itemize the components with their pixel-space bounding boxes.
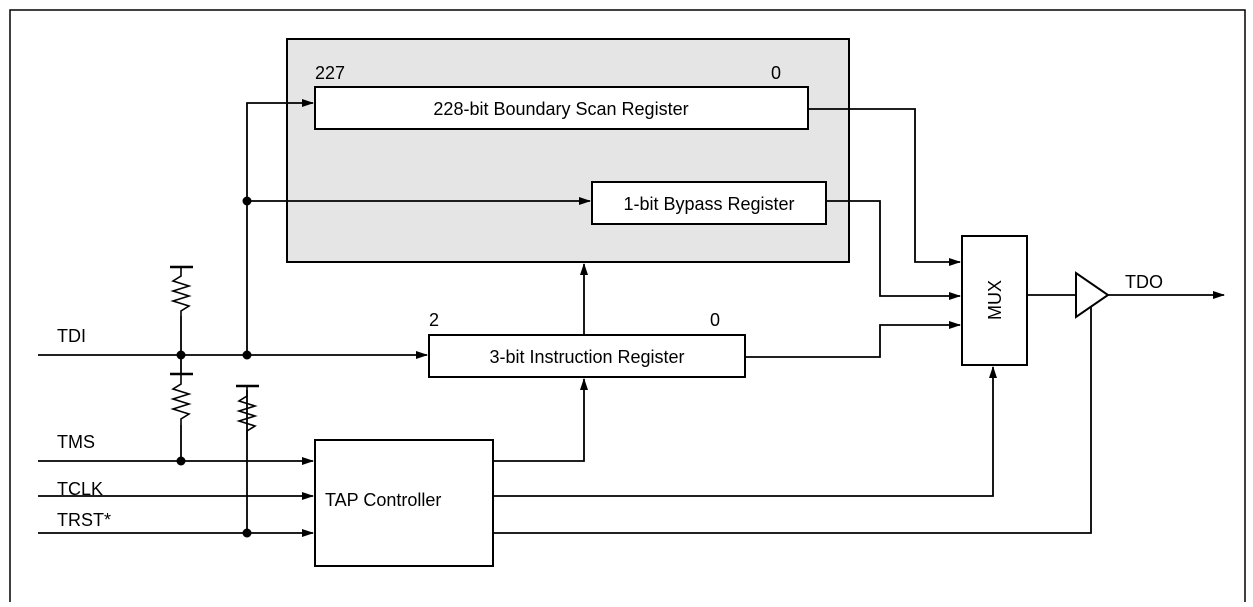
tap-mux-wire — [493, 366, 997, 497]
resistors — [170, 265, 259, 440]
tap-label: TAP Controller — [325, 490, 441, 510]
boundary-scan-label: 228-bit Boundary Scan Register — [433, 99, 688, 119]
mux: MUX — [961, 235, 1028, 366]
bypass-register: 1-bit Bypass Register — [591, 181, 827, 225]
figure-frame — [9, 9, 1246, 602]
boundary-scan-register: 228-bit Boundary Scan Register — [314, 86, 809, 130]
trst-label: TRST* — [57, 510, 111, 530]
tdi-boundary-wire — [246, 99, 314, 355]
boundary-mux-wire — [808, 108, 961, 266]
bypass-mux-wire — [826, 200, 961, 300]
junctions — [176, 196, 252, 538]
tap-ir-wire — [493, 378, 588, 462]
instruction-msb: 2 — [429, 310, 439, 330]
instruction-register: 3-bit Instruction Register — [428, 334, 746, 378]
tdo-label: TDO — [1125, 272, 1163, 292]
tms-label: TMS — [57, 432, 95, 452]
wires — [38, 99, 1225, 537]
boundary-scan-lsb: 0 — [771, 63, 781, 83]
instruction-label: 3-bit Instruction Register — [489, 347, 684, 367]
trst-pullup-resistor — [236, 384, 259, 440]
tdo-buffer — [1075, 271, 1110, 319]
tap-controller: TAP Controller — [314, 439, 494, 567]
tdi-label: TDI — [57, 326, 86, 346]
tdi-pullup-resistor — [170, 265, 193, 316]
register-group-box — [286, 38, 850, 263]
boundary-scan-msb: 227 — [315, 63, 345, 83]
tms-pullup-resistor — [170, 372, 193, 425]
tap-enable-wire — [493, 306, 1092, 534]
ir-mux-wire — [745, 321, 961, 358]
mux-label: MUX — [985, 280, 1005, 320]
bypass-label: 1-bit Bypass Register — [623, 194, 794, 214]
instruction-lsb: 0 — [710, 310, 720, 330]
tclk-label: TCLK — [57, 479, 103, 499]
